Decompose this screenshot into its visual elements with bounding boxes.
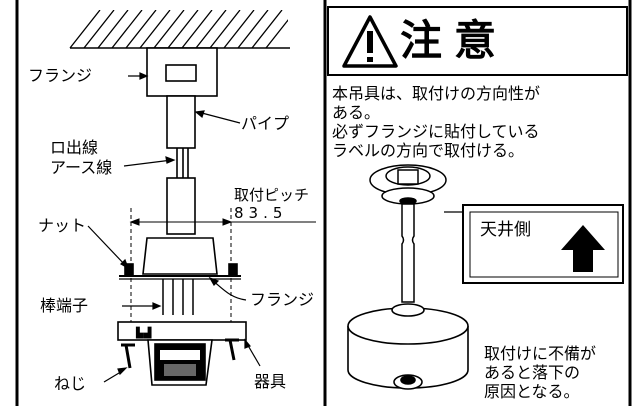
ceiling-side-text: 天井側	[480, 220, 531, 240]
up-arrow-icon	[561, 225, 605, 272]
label-wire-line1: ロ出線	[50, 138, 99, 157]
label-screw: ねじ	[54, 374, 87, 393]
outer-frame	[15, 0, 632, 406]
label-terminal: 棒端子	[40, 296, 89, 315]
leader-lines	[87, 72, 261, 383]
fixture-body: ▙▟	[117, 321, 247, 386]
warning-line-2: ある。	[332, 103, 381, 122]
warning-title: 注意	[400, 16, 509, 65]
terminal-wires	[162, 279, 194, 315]
pipe	[166, 95, 196, 235]
svg-text:▙▟: ▙▟	[135, 326, 152, 339]
note-line-1: 取付けに不備が	[484, 344, 597, 363]
right-pipe	[401, 203, 415, 303]
warning-line-4: ラベルの方向で取付ける。	[332, 141, 525, 160]
label-nut: ナット	[38, 216, 87, 235]
label-wire-line2: アース線	[50, 158, 113, 177]
label-pitch-title: 取付ピッチ	[234, 186, 310, 204]
label-pitch-value: 83.5	[234, 204, 288, 222]
right-fixture	[347, 303, 469, 390]
warning-box	[327, 6, 628, 76]
ceiling-hatch	[69, 10, 290, 49]
pitch-dimension	[129, 208, 316, 330]
right-flange	[369, 164, 447, 205]
top-flange	[146, 47, 218, 97]
warning-icon	[342, 15, 398, 68]
note-line-3: 原因となる。	[484, 382, 580, 401]
warning-line-1: 本吊具は、取付けの方向性が	[332, 84, 541, 103]
label-pipe: パイプ	[241, 114, 290, 133]
warning-line-3: 必ずフランジに貼付している	[332, 122, 540, 141]
note-line-2: あると落下の	[484, 363, 581, 382]
label-flange-bottom: フランジ	[250, 290, 315, 309]
label-fixture: 器具	[254, 372, 287, 391]
bottom-flange	[119, 237, 241, 280]
label-flange-top: フランジ	[28, 66, 93, 85]
